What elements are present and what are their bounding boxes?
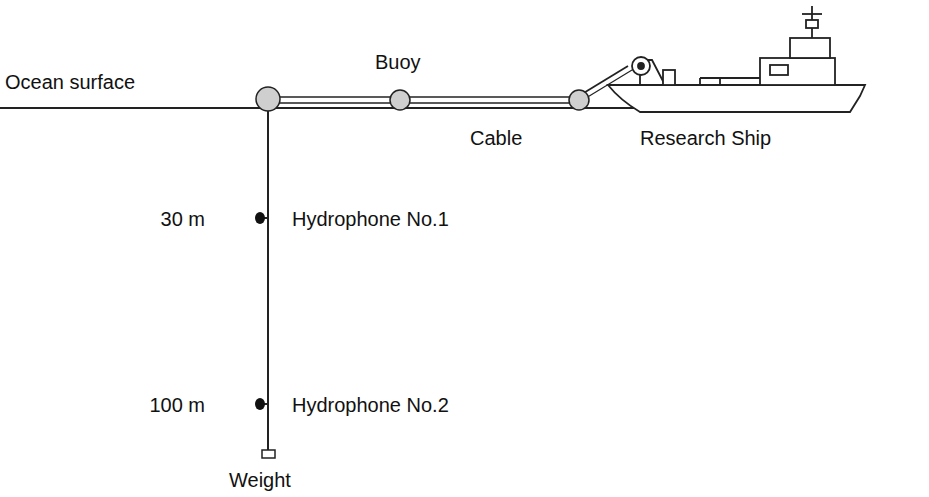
research-ship xyxy=(608,6,865,112)
hydrophone-line xyxy=(267,110,269,450)
buoy xyxy=(390,90,410,110)
part-label: Cable xyxy=(470,126,522,150)
buoy xyxy=(256,87,280,111)
weight xyxy=(262,450,275,458)
part-label: Hydrophone No.2 xyxy=(292,393,449,417)
part-label: Hydrophone No.1 xyxy=(292,207,449,231)
part-label: Research Ship xyxy=(640,126,771,150)
ocean-surface-line xyxy=(0,107,660,109)
hydrophone xyxy=(255,398,265,410)
surface-label: Ocean surface xyxy=(5,70,135,94)
part-label: Weight xyxy=(229,468,291,492)
hydrophone xyxy=(255,212,265,224)
part-label: Buoy xyxy=(375,50,421,74)
cable xyxy=(268,102,578,104)
cable xyxy=(268,96,578,98)
depth-label: 30 m xyxy=(161,207,205,231)
depth-label: 100 m xyxy=(149,393,205,417)
buoy xyxy=(569,90,589,110)
